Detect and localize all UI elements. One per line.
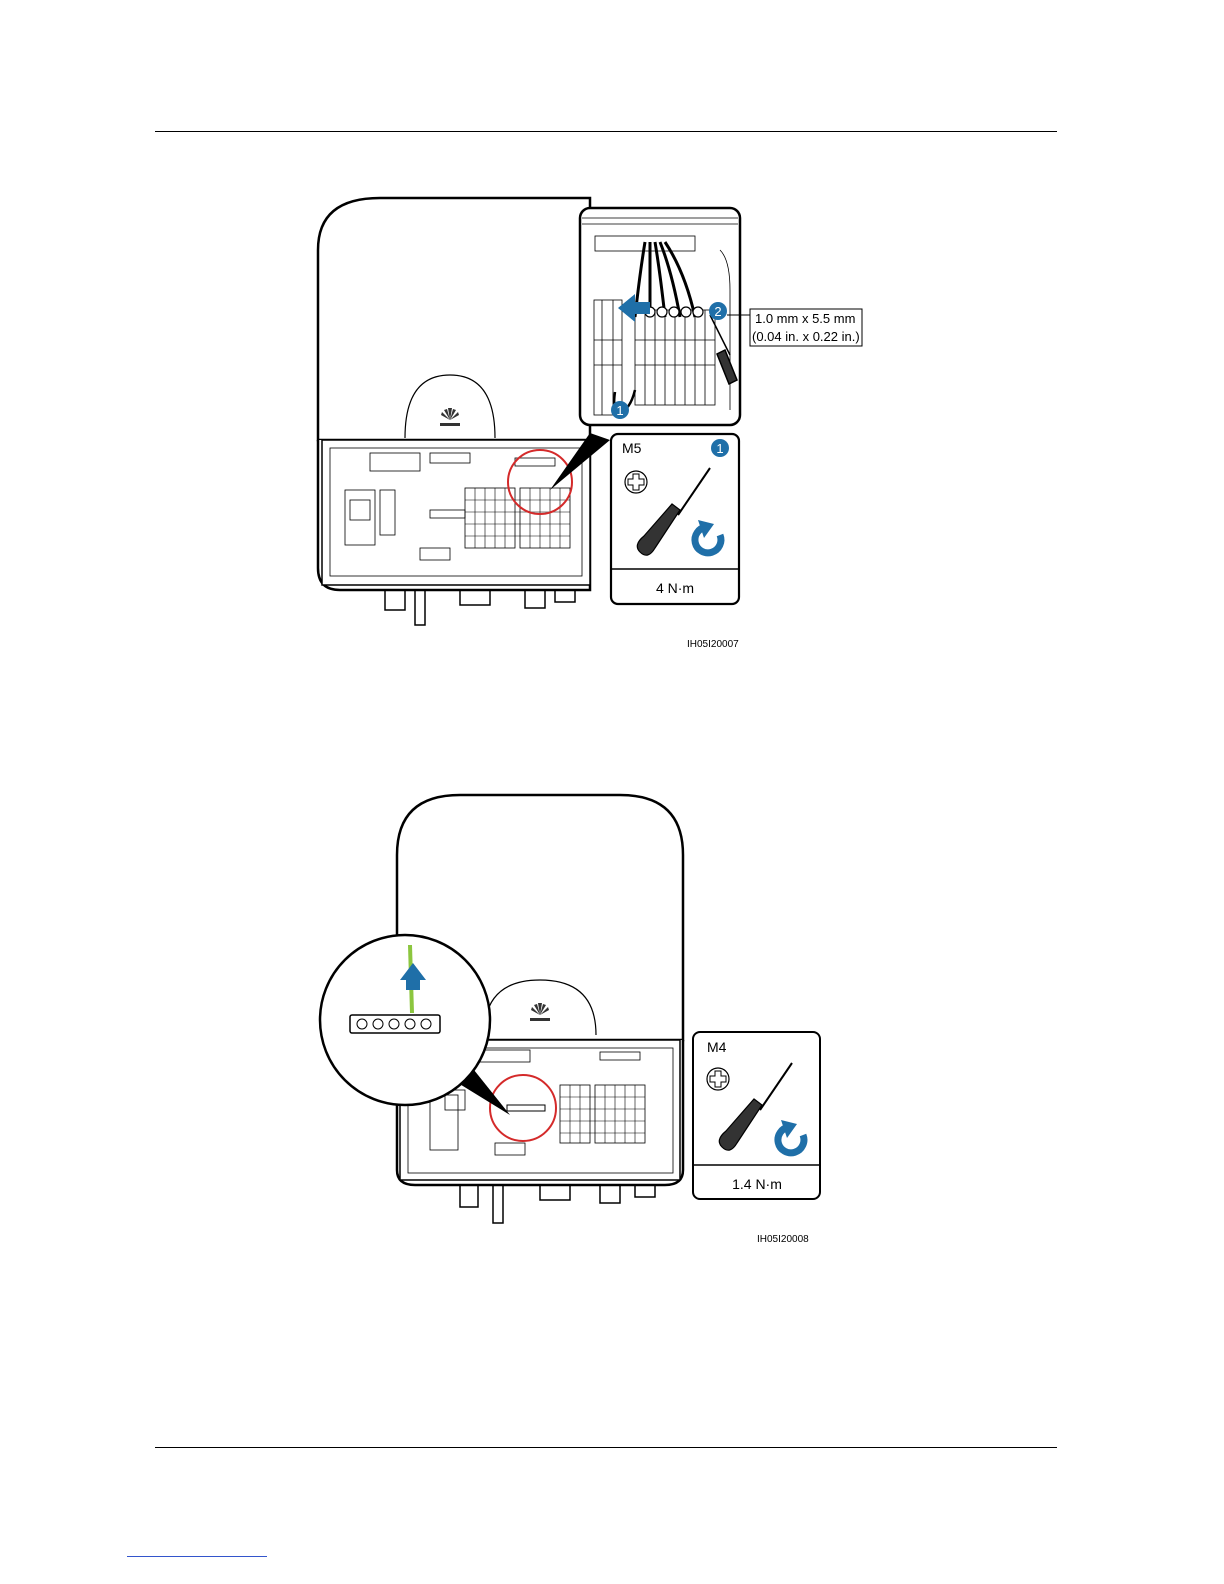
figure-2-ground-wiring: M4 1.4 N·m IH05I20008 — [310, 785, 830, 1255]
inverter-mount-feet — [385, 590, 575, 625]
spec-line-2: (0.04 in. x 0.22 in.) — [752, 329, 860, 344]
figure-2-illustration: M4 1.4 N·m — [310, 785, 830, 1255]
footer-link-underline[interactable] — [127, 1556, 267, 1557]
figure-1-id: IH05I20007 — [687, 639, 739, 650]
phillips-head-icon — [625, 471, 647, 493]
torque-panel — [611, 434, 739, 604]
figure-1-illustration: 1 2 1.0 mm x 5.5 mm (0.04 in. x 0.22 in.… — [300, 190, 880, 640]
header-rule — [155, 131, 1057, 132]
spec-line-1: 1.0 mm x 5.5 mm — [755, 311, 855, 326]
figure-2-id: IH05I20008 — [757, 1234, 809, 1245]
terminal-screws — [645, 307, 703, 317]
screw-size-label: M4 — [707, 1039, 727, 1055]
marker-2-label: 2 — [714, 304, 721, 319]
footer-rule — [155, 1447, 1057, 1448]
torque-value: 1.4 N·m — [732, 1176, 782, 1192]
marker-1-label-torque: 1 — [716, 441, 723, 456]
figure-1-ac-terminal-wiring: 1 2 1.0 mm x 5.5 mm (0.04 in. x 0.22 in.… — [300, 190, 880, 640]
phillips-head-icon — [707, 1068, 729, 1090]
marker-1-label: 1 — [616, 403, 623, 418]
ground-bar — [350, 1015, 440, 1033]
torque-panel — [693, 1032, 820, 1199]
screw-size-label: M5 — [622, 440, 642, 456]
torque-value: 4 N·m — [656, 580, 694, 596]
inverter-mount-feet — [460, 1185, 655, 1223]
